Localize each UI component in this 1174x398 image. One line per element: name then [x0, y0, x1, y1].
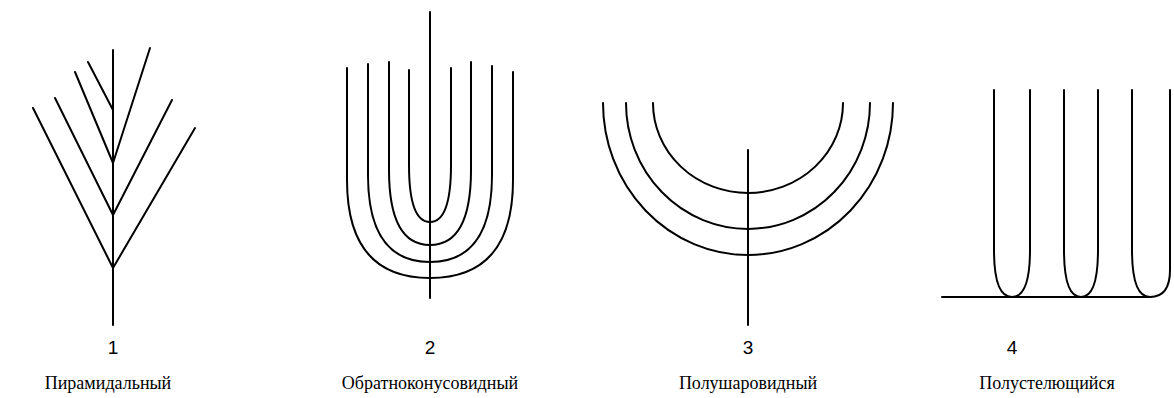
crown-form-name: Полушаровидный — [679, 374, 817, 394]
figure-number: 1 — [108, 338, 119, 359]
figure-number: 3 — [743, 338, 754, 359]
crown-form-name: Полустелющийся — [979, 374, 1114, 394]
figure-number: 4 — [1007, 338, 1018, 359]
obconical-crown — [347, 12, 513, 298]
figure-number: 2 — [425, 338, 436, 359]
semi-prostrate-crown — [942, 90, 1170, 297]
crown-form-name: Пирамидальный — [45, 374, 172, 394]
hemispherical-crown — [603, 103, 893, 325]
pyramidal-crown — [33, 48, 195, 325]
crown-form-name: Обратноконусовидный — [342, 374, 518, 394]
